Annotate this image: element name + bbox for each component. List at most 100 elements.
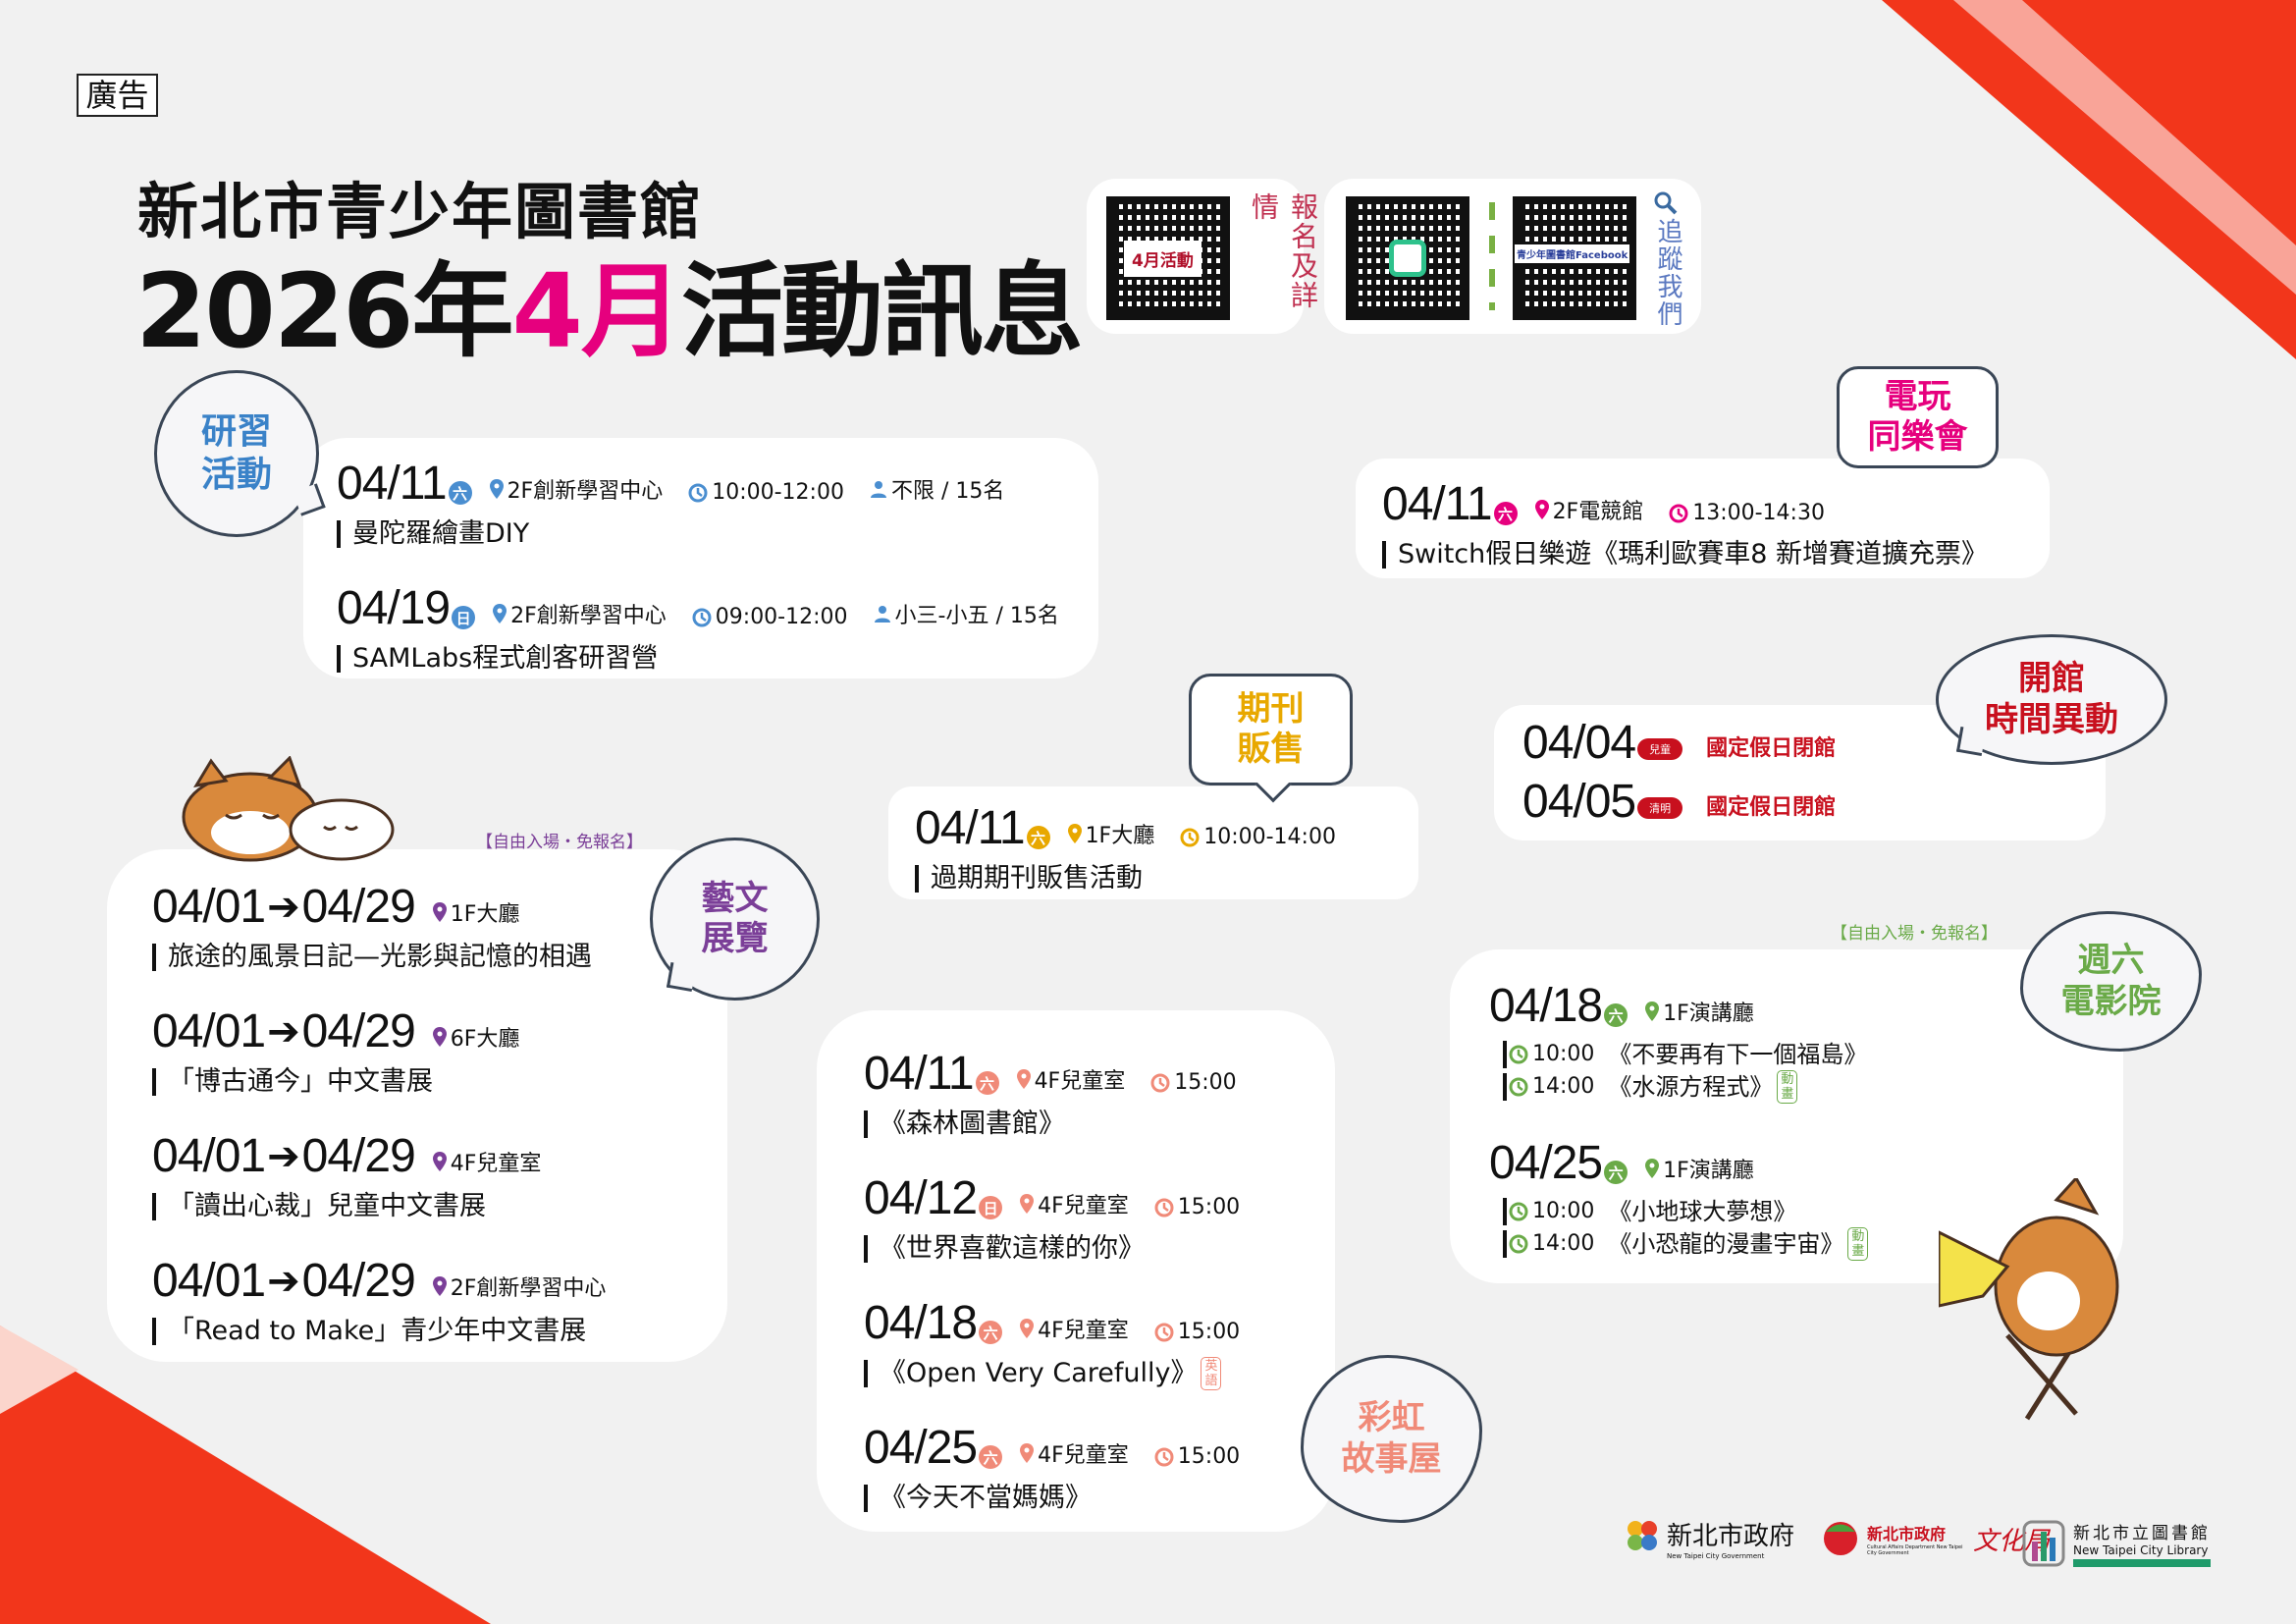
- event-title-text: 曼陀羅繪畫DIY: [352, 518, 530, 549]
- location-text: 1F演講廳: [1663, 1001, 1754, 1026]
- location: 1F演講廳: [1645, 996, 1754, 1027]
- person-icon: [874, 605, 895, 623]
- title-year: 2026年: [135, 251, 513, 371]
- signup-qr-card: 4月活動 報名及詳情: [1087, 179, 1319, 334]
- time: 13:00-14:30: [1669, 501, 1825, 525]
- culture-logo-en: Cultural Affairs Department New Taipei C…: [1867, 1544, 1963, 1556]
- culture-logo-text: 新北市政府: [1867, 1525, 1947, 1543]
- event-title: Switch假日樂遊《瑪利歐賽車8 新增賽道擴充票》: [1382, 537, 1988, 572]
- culture-emblem-icon: [1824, 1522, 1857, 1555]
- event-date: 04/11: [864, 1048, 975, 1100]
- location: 4F兒童室: [1016, 1063, 1125, 1095]
- weekday-badge: 六: [1604, 1161, 1629, 1184]
- time-text: 15:00: [1177, 1320, 1241, 1344]
- event-title: 《森林圖書館》: [864, 1107, 1265, 1142]
- library-emblem-icon: [2022, 1520, 2065, 1567]
- arrow-icon: ➔: [267, 885, 300, 930]
- line-logo-icon: [1389, 240, 1426, 277]
- weekday-badge: 日: [979, 1196, 1003, 1219]
- clock-icon: [688, 483, 712, 503]
- location-text: 4F兒童室: [1038, 1319, 1129, 1343]
- location-text: 2F創新學習中心: [450, 1276, 607, 1301]
- location: 2F創新學習中心: [493, 598, 667, 629]
- title-bar: [915, 865, 919, 893]
- event-title-text: 《Open Very Carefully》: [880, 1358, 1198, 1388]
- event-date: 04/25: [864, 1422, 978, 1474]
- audience-text: 小三-小五 / 15名: [894, 604, 1059, 628]
- story-bubble: 彩虹故事屋: [1301, 1355, 1482, 1523]
- end-date: 04/29: [301, 1255, 416, 1307]
- follow-caption: 追蹤我們: [1653, 218, 1682, 328]
- location-pin-icon: [432, 902, 451, 922]
- tag-char: 英: [1204, 1359, 1218, 1374]
- title-bar: [152, 1318, 156, 1345]
- clock-icon: [1509, 1077, 1528, 1097]
- tag-char: 畫: [1781, 1087, 1794, 1102]
- title-month: 4月: [511, 251, 682, 371]
- title-bar: [864, 1360, 868, 1387]
- clock-icon: [1154, 1198, 1178, 1218]
- audience-text: 不限 / 15名: [890, 479, 1005, 504]
- location-text: 2F創新學習中心: [510, 604, 667, 628]
- showtime: 14:00: [1532, 1074, 1595, 1099]
- weekday-badge: 六: [975, 1071, 999, 1095]
- location-text: 4F兒童室: [1038, 1443, 1129, 1468]
- title-bar: [152, 944, 156, 971]
- event-date: 04/19: [337, 582, 451, 634]
- time-text: 09:00-12:00: [715, 605, 848, 629]
- event-title-text: 「讀出心裁」兒童中文書展: [168, 1191, 486, 1221]
- start-date: 04/01: [152, 1005, 266, 1057]
- title-bar: [864, 1235, 868, 1263]
- event-date: 04/11: [337, 458, 448, 510]
- start-date: 04/01: [152, 881, 266, 933]
- event-title-text: 《森林圖書館》: [880, 1109, 1065, 1139]
- title-bar: [1503, 1041, 1507, 1068]
- bubble-text: 開館: [2018, 659, 2085, 699]
- clock-icon: [692, 608, 716, 627]
- location-pin-icon: [1016, 1069, 1035, 1089]
- time-text: 15:00: [1177, 1444, 1241, 1469]
- event-title: 旅途的風景日記—光影與記憶的相遇: [152, 940, 631, 975]
- weekday-badge: 六: [979, 1321, 1003, 1344]
- person-icon: [870, 480, 891, 498]
- page-title: 2026年4月活動訊息: [135, 228, 1084, 376]
- location-pin-icon: [1645, 1159, 1663, 1178]
- event-title-text: SAMLabs程式創客研習營: [352, 643, 659, 674]
- title-bar: [337, 520, 341, 548]
- event-title-text: 《今天不當媽媽》: [880, 1483, 1092, 1513]
- event-date: 04/05: [1522, 776, 1636, 828]
- tag-badge: 動畫: [1847, 1227, 1869, 1261]
- end-date: 04/29: [301, 1005, 416, 1057]
- weekday-badge: 六: [1604, 1003, 1629, 1027]
- showtime: 14:00: [1532, 1231, 1595, 1256]
- location: 6F大廳: [432, 1021, 519, 1053]
- event-date: 04/18: [1489, 980, 1603, 1032]
- location-pin-icon: [1534, 500, 1553, 519]
